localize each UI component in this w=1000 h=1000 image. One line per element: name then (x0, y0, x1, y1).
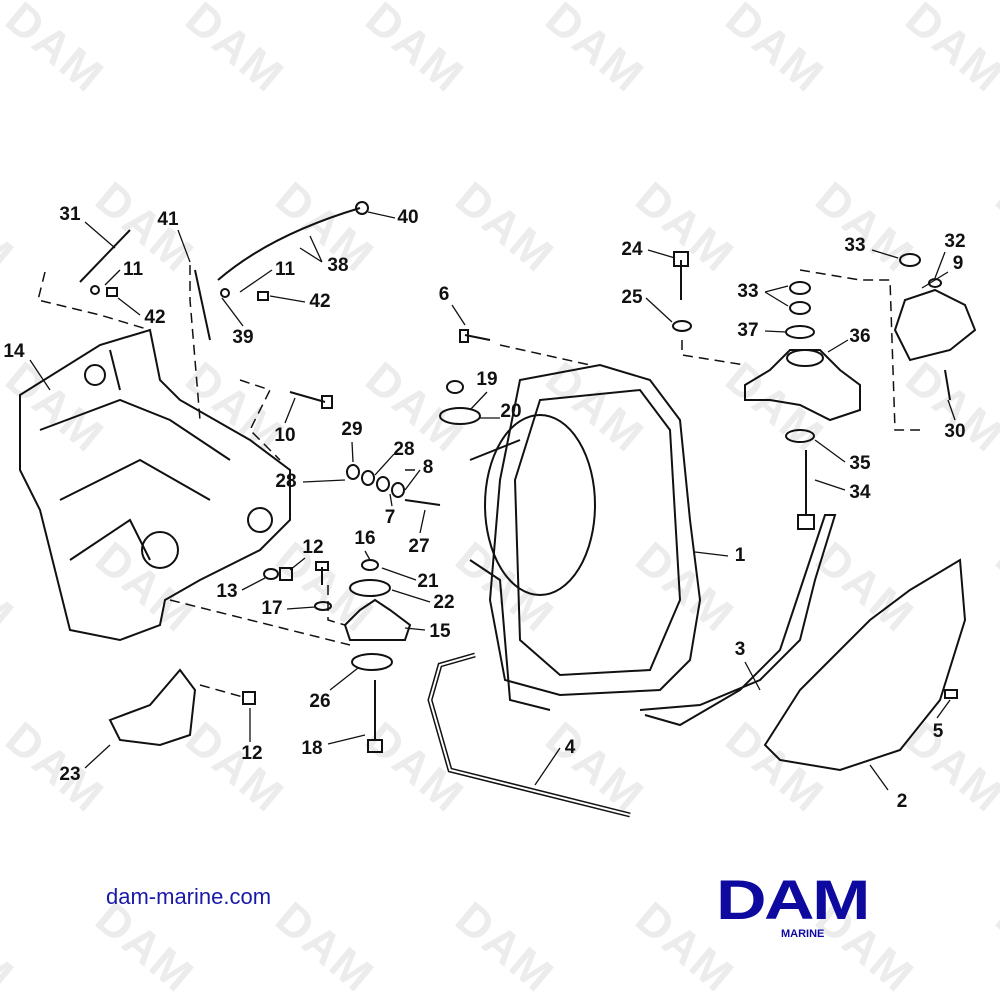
part-engine-mount-36 (744, 349, 861, 422)
callout-label: 39 (232, 327, 254, 348)
part-engine-mount-15 (343, 598, 412, 641)
callout-label: 15 (429, 621, 451, 642)
part-ground-cable-38 (217, 207, 361, 281)
callout-label: 10 (274, 425, 296, 446)
part-bell-housing (488, 363, 702, 697)
brand-logo: DAM (716, 868, 870, 931)
washer-20 (439, 407, 481, 425)
callout-label: 22 (433, 592, 455, 613)
callout-label: 9 (952, 253, 964, 274)
part-gasket-3 (639, 514, 837, 727)
callout-label: 33 (844, 235, 866, 256)
callout-label: 14 (3, 341, 25, 362)
callout-label: 20 (500, 401, 522, 422)
part-bracket-23 (108, 668, 197, 747)
part-stud-27 (404, 499, 441, 506)
brand-logo-subtitle: MARINE (781, 928, 825, 940)
callout-label: 27 (408, 536, 430, 557)
washer-37 (785, 325, 815, 339)
callout-label: 1 (734, 545, 746, 566)
callout-label: 17 (261, 598, 283, 619)
part-cover-2 (763, 558, 967, 772)
callout-label: 42 (309, 291, 331, 312)
callout-label: 41 (157, 209, 179, 230)
callout-label: 25 (621, 287, 643, 308)
part-transom-bracket (19, 328, 291, 642)
callout-label: 8 (422, 457, 434, 478)
callout-label: 2 (896, 791, 908, 812)
part-bolt-6 (464, 334, 491, 341)
callout-label: 38 (327, 255, 349, 276)
callout-label: 16 (354, 528, 376, 549)
callout-label: 29 (341, 419, 363, 440)
callout-label: 28 (275, 471, 297, 492)
callout-label: 21 (417, 571, 439, 592)
callout-label: 23 (59, 764, 81, 785)
callout-label: 11 (274, 259, 296, 280)
callout-label: 31 (59, 204, 81, 225)
callout-label: 36 (849, 326, 871, 347)
callout-label: 5 (932, 721, 944, 742)
callout-label: 42 (144, 307, 166, 328)
washer-26 (351, 653, 393, 671)
washer-22 (349, 579, 391, 597)
callout-label: 37 (737, 320, 759, 341)
callout-label: 34 (849, 482, 871, 503)
callout-label: 3 (734, 639, 746, 660)
callout-label: 30 (944, 421, 966, 442)
callout-label: 19 (476, 369, 498, 390)
washer-25 (672, 320, 692, 332)
callout-label: 26 (309, 691, 331, 712)
callout-label: 6 (438, 284, 450, 305)
callout-label: 4 (564, 737, 576, 758)
callout-label: 12 (241, 743, 263, 764)
callout-label: 18 (301, 738, 323, 759)
callout-label: 40 (397, 207, 419, 228)
part-bracket-9 (893, 288, 977, 362)
washer-35 (785, 429, 815, 443)
callout-label: 13 (216, 581, 238, 602)
callout-label: 32 (944, 231, 966, 252)
callout-label: 7 (384, 507, 396, 528)
website-link[interactable]: dam-marine.com (106, 884, 272, 909)
callout-label: 24 (621, 239, 643, 260)
callout-label: 12 (302, 537, 324, 558)
part-bolt-10 (289, 391, 326, 403)
callout-label: 33 (737, 281, 759, 302)
callout-label: 28 (393, 439, 415, 460)
callout-label: 35 (849, 453, 871, 474)
callout-label: 11 (122, 259, 144, 280)
